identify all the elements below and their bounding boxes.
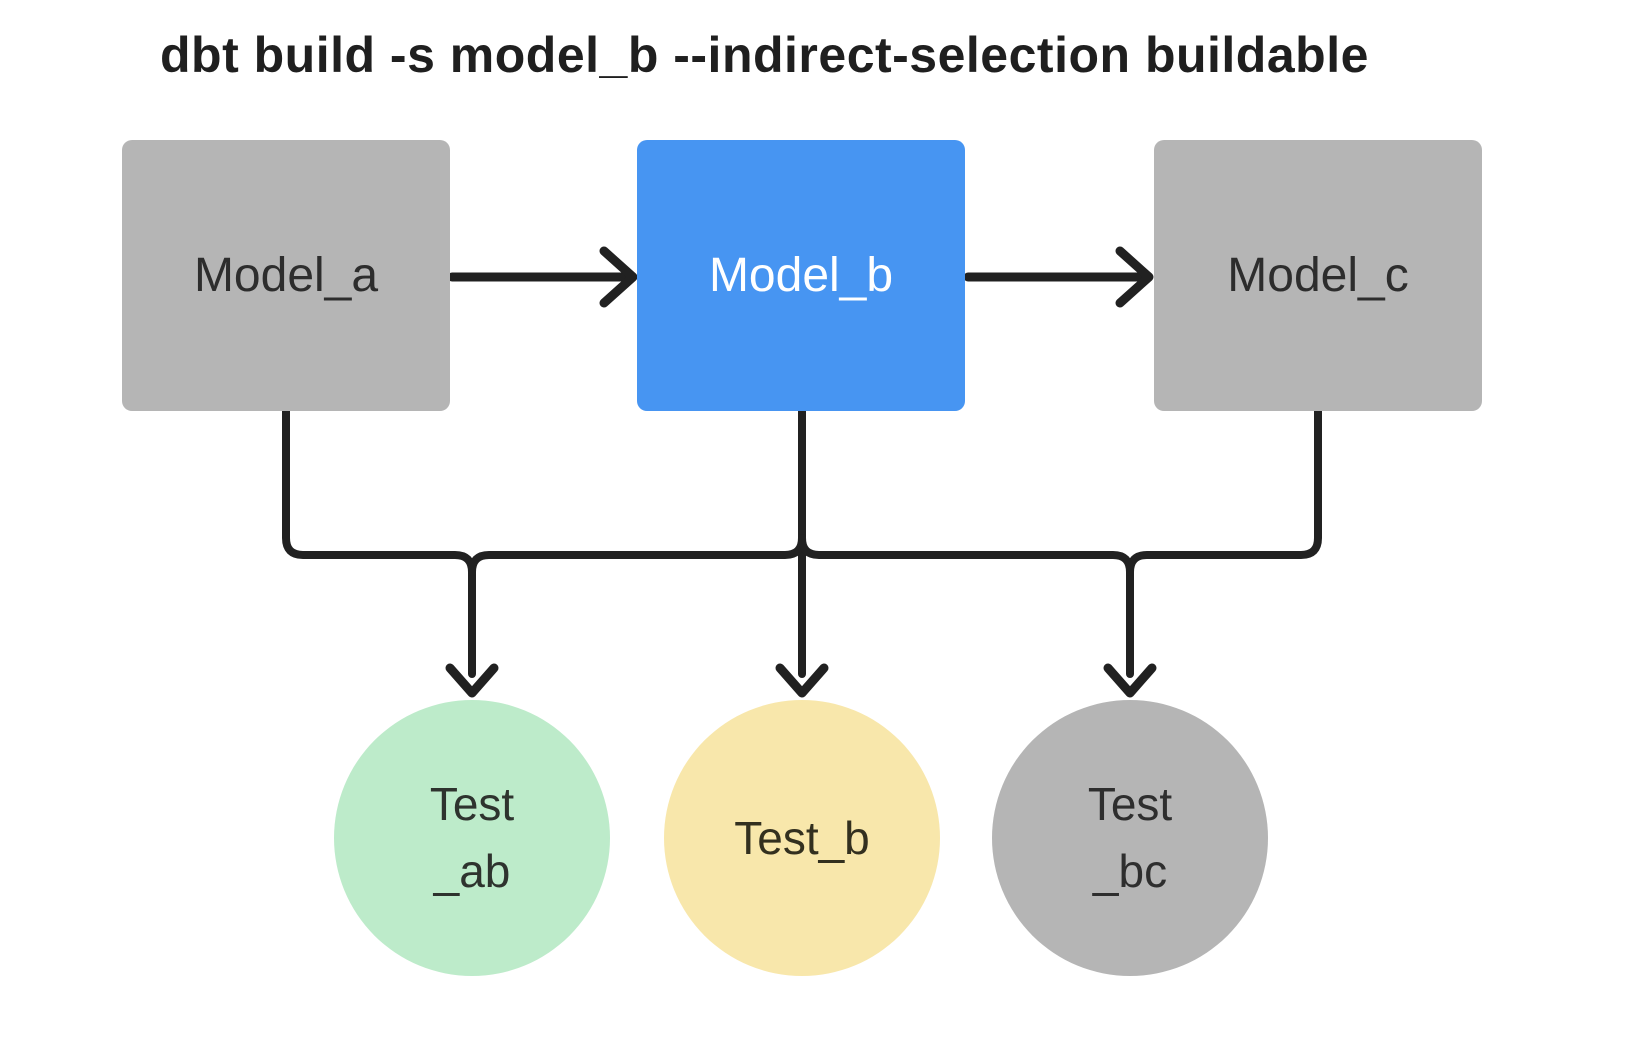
arrowhead-test-b [775,663,829,698]
node-test-bc-label-line1: Test [1087,778,1173,830]
node-test-ab-label-line2: _ab [433,845,511,897]
node-model-a: Model_a [122,140,450,411]
node-model-b-label: Model_b [708,249,894,302]
arrowhead-test-ab [445,663,499,698]
node-test-bc: Test _bc [992,700,1268,976]
edge-bus-left [468,534,806,576]
arrowhead-model-b [599,246,638,308]
diagram-title: dbt build -s model_b --indirect-selectio… [160,27,1369,83]
edge-model-a-to-test-ab [282,407,476,678]
edge-bus-right [798,534,1134,576]
node-test-bc-label-line2: _bc [1092,845,1168,897]
arrowhead-test-bc [1103,663,1157,698]
node-test-b: Test_b [664,700,940,976]
node-test-ab: Test _ab [334,700,610,976]
node-model-c-label: Model_c [1227,249,1409,302]
edge-model-c-to-test-bc [1126,407,1322,678]
node-model-a-label: Model_a [193,249,379,302]
node-test-ab-label-line1: Test [429,778,515,830]
node-model-b: Model_b [637,140,965,411]
arrowhead-model-c [1115,246,1154,308]
node-model-c: Model_c [1154,140,1482,411]
node-test-b-label-line1: Test_b [734,811,870,864]
